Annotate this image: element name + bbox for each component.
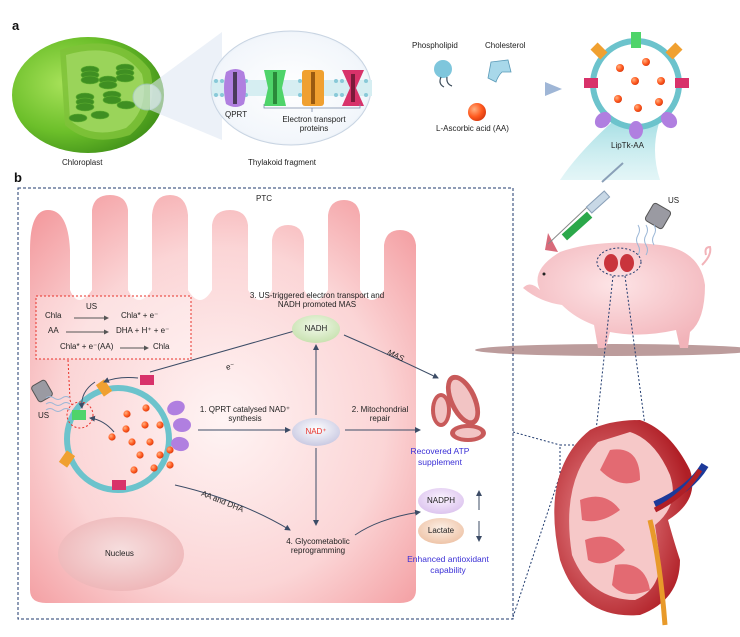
ptc-cell-body [30, 195, 416, 603]
step2-line1: 2. Mitochondrial [351, 405, 409, 414]
reaction2-right: DHA + H⁺ + e⁻ [116, 326, 170, 335]
cell-liposome-icon [58, 375, 191, 493]
glyco-to-nadph-arrow [354, 509, 421, 536]
thylakoid-label: Thylakoid fragment [248, 158, 317, 167]
nucleus-icon [58, 517, 184, 591]
nadph-node [418, 488, 464, 514]
step2-label: 2. Mitochondrial repair [340, 405, 420, 423]
step1-line1: 1. QPRT catalysed NAD⁺ [199, 405, 291, 414]
nadph-label: NADPH [426, 496, 455, 505]
reaction-box [35, 295, 192, 360]
pig-ultrasound-transducer-icon [636, 202, 672, 256]
lactate-node [418, 518, 464, 544]
liptk-aa-liposome-icon [560, 32, 689, 180]
syringe-icon [547, 162, 624, 245]
step3-line1: 3. US-triggered electron transport and [249, 291, 385, 300]
ascorbic-acid-icon [468, 103, 486, 121]
step4-line2: reprogramming [290, 546, 346, 555]
nadh-node [292, 315, 340, 343]
mas-arrow [343, 334, 439, 379]
cell-zoom-frame [17, 187, 514, 620]
recovered-atp-label: Recovered ATP supplement [405, 446, 475, 468]
liptk-aa-label: LipTk-AA [611, 141, 644, 150]
phospholipid-icon [434, 60, 453, 88]
lactate-label: Lactate [427, 526, 455, 535]
enhanced-line1: Enhanced antioxidant [407, 554, 489, 564]
step3-label: 3. US-triggered electron transport and N… [222, 291, 412, 309]
step4-line1: 4. Glycometabolic [286, 537, 350, 546]
nadh-label: NADH [304, 324, 328, 333]
recovered-line2: supplement [418, 457, 462, 467]
pig-illustration [475, 233, 740, 356]
nad-label: NAD⁺ [305, 427, 327, 436]
etp-label-line1: Electron transport [282, 115, 346, 124]
enhanced-line2: capability [430, 565, 466, 575]
ptc-label: PTC [256, 194, 272, 203]
step1-line2: synthesis [228, 414, 262, 423]
step1-label: 1. QPRT catalysed NAD⁺ synthesis [190, 405, 300, 423]
nad-node [292, 418, 340, 446]
reaction3-right: Chla [153, 342, 170, 351]
phospholipid-label: Phospholipid [412, 41, 458, 50]
aa-dha-arrow [174, 484, 291, 531]
panel-b-label: b [14, 170, 22, 185]
reaction3-left: Chla* + e⁻(AA) [60, 342, 114, 351]
thylakoid-fragment-illustration [210, 30, 372, 146]
etp-label-line2: proteins [299, 124, 329, 133]
nucleus-label: Nucleus [105, 549, 134, 558]
enhanced-antioxidant-label: Enhanced antioxidant capability [395, 554, 501, 576]
qprt-label: QPRT [225, 110, 248, 119]
cholesterol-icon [487, 59, 512, 83]
etp-label: Electron transport proteins [270, 115, 358, 133]
kidney-illustration [554, 420, 709, 626]
reaction1-left: Chla [45, 311, 62, 320]
zoom-cone [150, 32, 222, 140]
pig-us-label: US [668, 196, 680, 205]
mitochondria-icon [431, 374, 486, 442]
panel-a-label: a [12, 18, 20, 33]
cell-ultrasound-transducer-icon [31, 379, 71, 412]
ascorbic-acid-label: L-Ascorbic acid (AA) [436, 124, 509, 133]
step2-line2: repair [369, 414, 391, 423]
cell-us-label: US [38, 411, 50, 420]
reaction1-right: Chla* + e⁻ [121, 311, 159, 320]
recovered-line1: Recovered ATP [410, 446, 470, 456]
cholesterol-label: Cholesterol [485, 41, 526, 50]
chloroplast-label: Chloroplast [62, 158, 103, 167]
reaction1-over: US [86, 302, 98, 311]
step4-label: 4. Glycometabolic reprogramming [268, 537, 368, 555]
chloroplast-illustration [12, 37, 164, 153]
reaction2-left: AA [48, 326, 59, 335]
electron-arrow [149, 328, 299, 373]
step3-line2: NADH promoted MAS [277, 300, 357, 309]
